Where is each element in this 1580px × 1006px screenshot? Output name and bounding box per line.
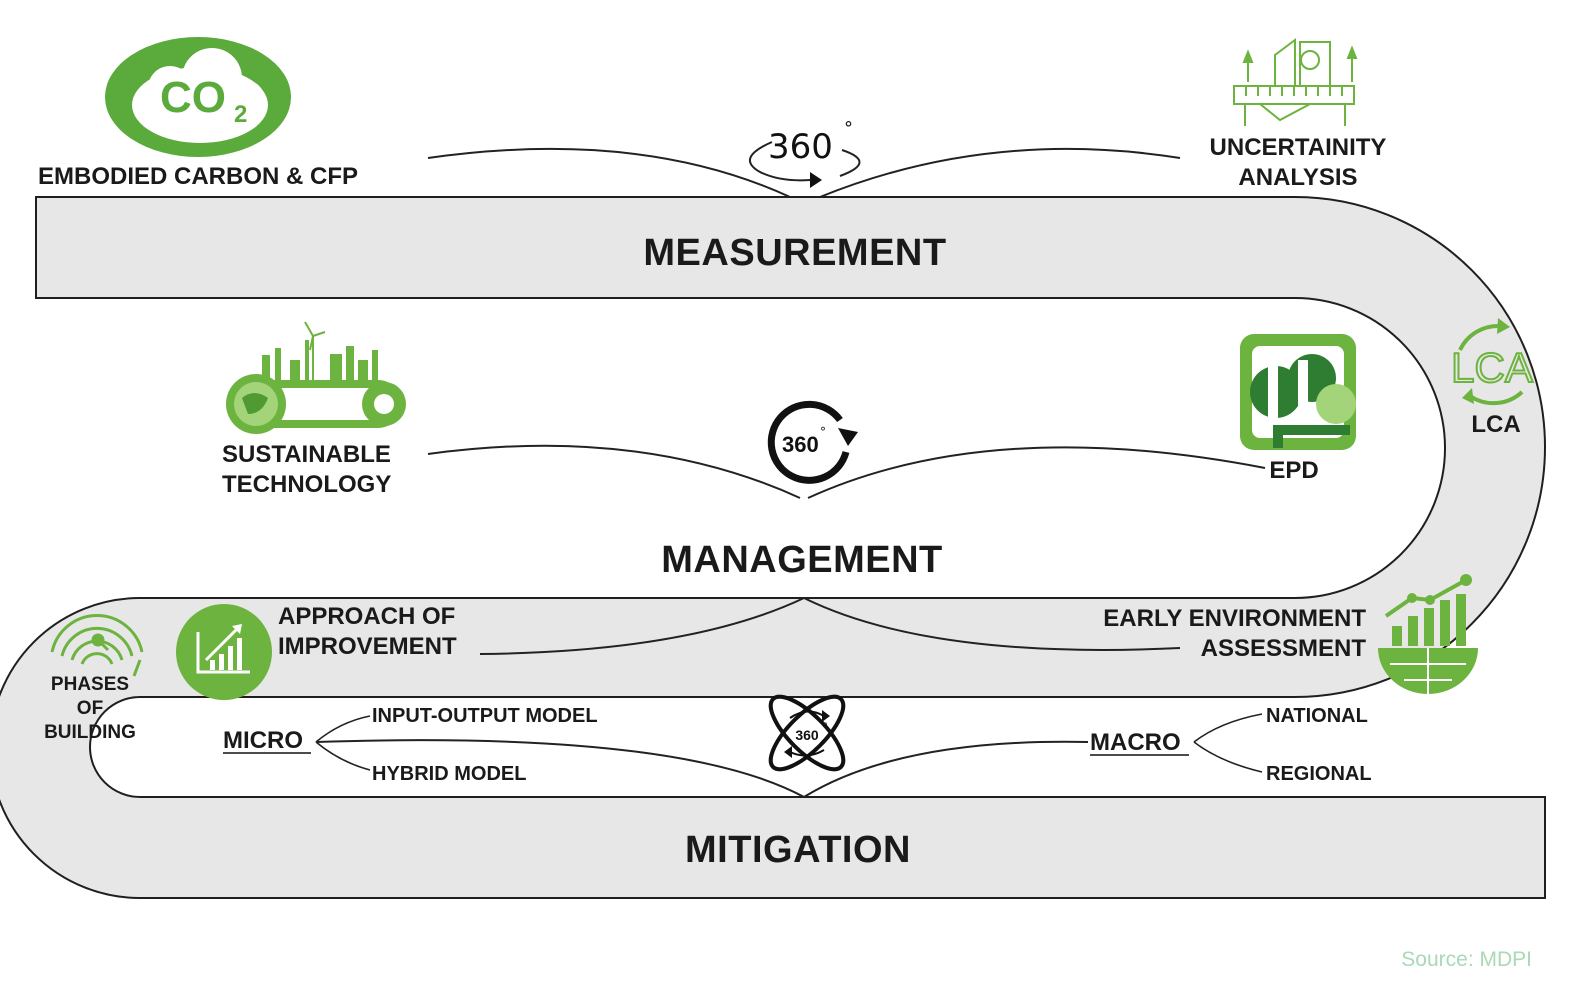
micro-branch-upper <box>315 715 371 743</box>
co2-icon-subscript: 2 <box>234 101 247 128</box>
degrees-middle-number: 360 <box>782 432 819 457</box>
label-macro: MACRO <box>1090 729 1181 756</box>
epd-icon <box>1240 334 1356 450</box>
sustainable-technology-icon <box>226 321 406 434</box>
source-credit: Source: MDPI <box>1401 948 1532 971</box>
label-uncertainty-line2: ANALYSIS <box>1238 164 1357 191</box>
label-lca: LCA <box>1471 411 1520 438</box>
label-uncertainty-line1: UNCERTAINITY <box>1210 134 1387 161</box>
degrees-bottom-number: 360 <box>795 727 819 743</box>
micro-connector <box>315 739 805 798</box>
label-embodied-carbon: EMBODIED CARBON & CFP <box>38 163 358 190</box>
label-phases-line2: OF <box>77 698 103 719</box>
label-regional: REGIONAL <box>1266 763 1372 785</box>
lca-icon-text: LCA <box>1451 344 1533 391</box>
rotation-360-icon: 360 ° <box>748 118 861 188</box>
band-title-management: MANAGEMENT <box>661 539 943 581</box>
label-approach-line2: IMPROVEMENT <box>278 633 457 660</box>
co2-cloud-icon: CO 2 <box>105 37 291 157</box>
label-phases-line3: BUILDING <box>44 722 136 743</box>
measurement-connector-left <box>427 147 791 198</box>
label-epd: EPD <box>1269 457 1318 484</box>
label-sustainable-line2: TECHNOLOGY <box>222 471 391 498</box>
label-input-output-model: INPUT-OUTPUT MODEL <box>372 705 598 727</box>
phases-building-icon <box>50 614 144 677</box>
degrees-top-mark: ° <box>844 118 853 139</box>
degrees-bottom-mark: ° <box>823 722 828 733</box>
label-approach-line1: APPROACH OF <box>278 603 455 630</box>
cycle-360-icon: 360 ° <box>767 400 858 484</box>
band-title-measurement: MEASUREMENT <box>643 232 946 274</box>
co2-icon-text: CO <box>160 73 226 122</box>
degrees-middle-mark: ° <box>820 425 826 439</box>
label-national: NATIONAL <box>1266 705 1368 727</box>
measurement-connector-right <box>819 147 1181 198</box>
macro-branch-upper <box>1193 713 1263 743</box>
uncertainty-analysis-icon <box>1233 38 1358 126</box>
label-early-line1: EARLY ENVIRONMENT <box>1103 605 1366 632</box>
management-connector-right <box>807 446 1266 499</box>
label-sustainable-line1: SUSTAINABLE <box>222 441 391 468</box>
lca-recycle-icon: LCA <box>1450 318 1534 406</box>
macro-branch-lower <box>1193 741 1263 773</box>
micro-branch-lower <box>315 741 371 771</box>
band-title-mitigation: MITIGATION <box>685 829 911 871</box>
management-connector-left <box>427 444 801 499</box>
serpentine-road <box>0 196 1546 899</box>
atom-360-icon <box>768 694 846 772</box>
label-hybrid-model: HYBRID MODEL <box>372 763 526 785</box>
label-phases-line1: PHASES <box>51 674 129 695</box>
macro-connector <box>803 740 1089 798</box>
label-micro: MICRO <box>223 727 303 754</box>
label-early-line2: ASSESSMENT <box>1201 635 1367 662</box>
early-assessment-globe-icon <box>1378 574 1478 694</box>
degrees-top-number: 360 <box>768 127 833 167</box>
mitigation-connector-upper-left <box>479 597 805 655</box>
approach-improvement-icon <box>176 604 272 700</box>
mitigation-connector-upper-right <box>803 597 1181 651</box>
